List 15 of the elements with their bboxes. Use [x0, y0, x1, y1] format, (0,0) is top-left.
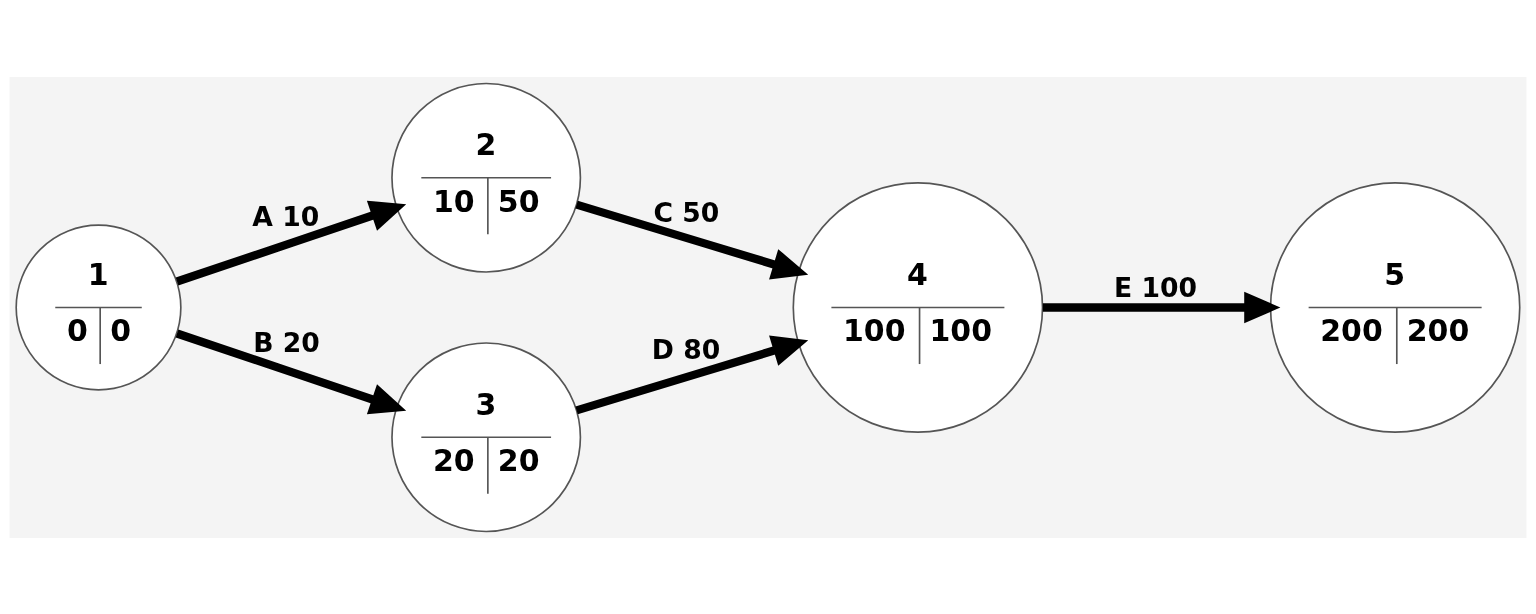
arrow	[175, 200, 407, 285]
arrow	[1042, 291, 1281, 323]
arrow	[175, 329, 407, 414]
edge-label: E 100	[1114, 271, 1198, 303]
node-circle: 4 100 100	[792, 181, 1044, 433]
arrow	[575, 200, 809, 279]
node-circle: 3 20 20	[391, 341, 582, 532]
node-circle: 1 0 0	[15, 223, 182, 391]
node-circle: 5 200 200	[1269, 181, 1521, 433]
edge-label: C 50	[653, 196, 720, 228]
edge-label: B 20	[253, 326, 320, 358]
edge-label: A 10	[252, 200, 320, 232]
arrow	[575, 335, 809, 414]
edge-label: D 80	[651, 333, 721, 365]
node-circle: 2 10 50	[391, 82, 582, 273]
